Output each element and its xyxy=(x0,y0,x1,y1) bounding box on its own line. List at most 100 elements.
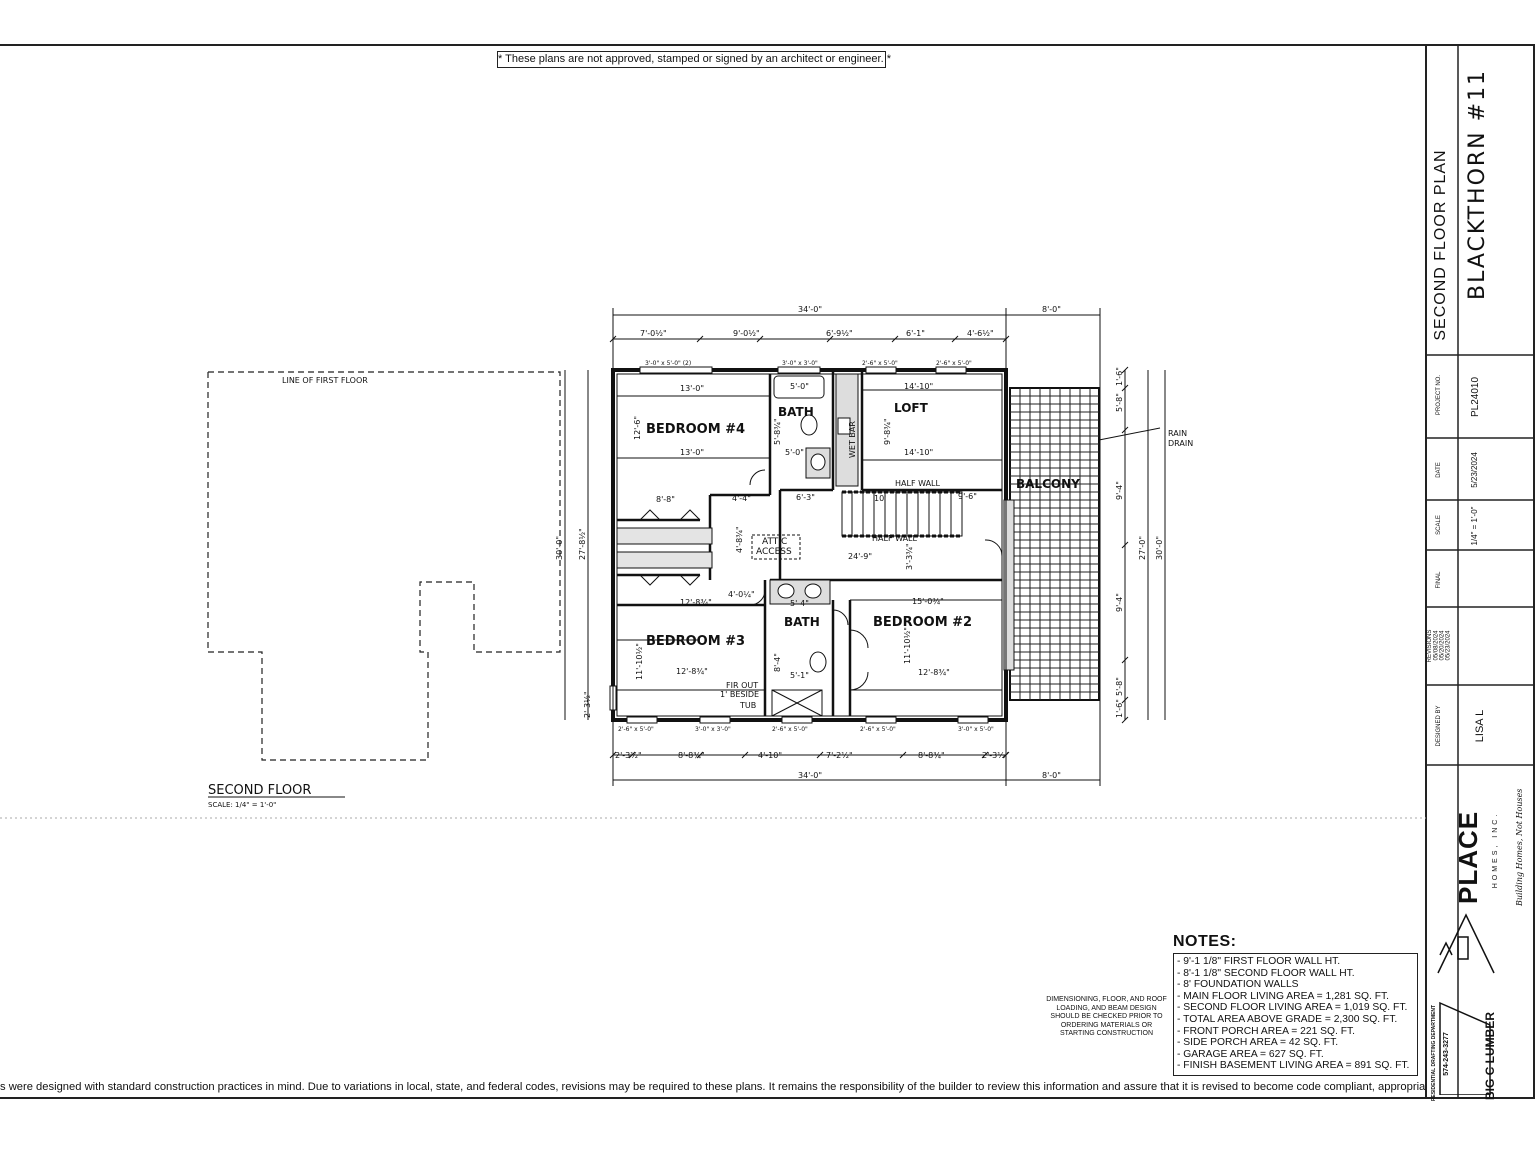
bedroom-2-label: BEDROOM #2 xyxy=(873,615,972,630)
company-tagline: Building Homes, Not Houses xyxy=(1515,788,1524,906)
dim-bed2-h: 11'-10½" xyxy=(903,627,912,664)
dim-bottom-seg5: 8'-8¾" xyxy=(918,751,945,760)
closet-shelf-2 xyxy=(616,551,713,569)
window-label-6: 3'-0" x 3'-0" xyxy=(695,726,731,733)
project-no-label: PROJECT NO. xyxy=(1436,374,1442,416)
dim-stair-h: 9'-6" xyxy=(958,492,977,501)
dim-bed2-w: 15'-0¾" xyxy=(912,597,944,606)
note-item: - SIDE PORCH AREA = 42 SQ. FT. xyxy=(1177,1037,1339,1049)
loft-label: LOFT xyxy=(894,401,929,415)
dim-stair-w: 10' xyxy=(874,494,886,503)
notes-box: - 9'-1 1/8" FIRST FLOOR WALL HT. - 8'-1 … xyxy=(1173,953,1418,1076)
dim-bottom-overall: 34'-0" xyxy=(798,771,822,780)
note-item: - FINISH BASEMENT LIVING AREA = 891 SQ. … xyxy=(1177,1060,1410,1072)
note-item: - 9'-1 1/8" FIRST FLOOR WALL HT. xyxy=(1177,956,1341,967)
dim-bath2-top: 5'-4" xyxy=(790,599,809,608)
dim-tick xyxy=(951,335,959,343)
dim-tick xyxy=(816,751,824,759)
lumber-logo-icon xyxy=(1439,1001,1491,1095)
note-item: - 8' FOUNDATION WALLS xyxy=(1177,979,1299,991)
dim-tick xyxy=(826,335,834,343)
dim-bottom-seg2: 8'-8¾" xyxy=(678,751,705,760)
dim-right-seg2: 5'-8" xyxy=(1115,393,1124,412)
dim-tick xyxy=(1121,656,1129,664)
dim-bed4-h: 12'-6" xyxy=(633,416,642,440)
revision-3: 05/23/2024 xyxy=(1445,630,1452,661)
first-floor-label: LINE OF FIRST FLOOR xyxy=(282,376,368,385)
attic-access-box xyxy=(751,534,801,560)
window-label-8: 2'-6" x 5'-0" xyxy=(860,726,896,733)
stairs xyxy=(841,490,963,538)
notes-title: NOTES: xyxy=(1173,933,1237,950)
drawing-title: SECOND FLOOR xyxy=(208,783,311,798)
dim-bottom-seg3: 4'-10" xyxy=(758,751,782,760)
dim-bed4-closet: 8'-8" xyxy=(656,495,675,504)
sink-upper xyxy=(810,453,826,471)
dim-hall-w: 24'-9" xyxy=(848,552,872,561)
dim-top-seg3: 6'-9½" xyxy=(826,329,853,338)
company-sub: HOMES, INC. xyxy=(1492,811,1499,889)
bedroom-4-label: BEDROOM #4 xyxy=(646,422,745,437)
attic-access-label-1: ATTIC xyxy=(762,537,787,547)
final-label: FINAL xyxy=(1436,571,1442,589)
dim-top-overall: 34'-0" xyxy=(798,305,822,314)
dim-tick xyxy=(1121,716,1129,724)
window-label-3: 2'-6" x 5'-0" xyxy=(862,360,898,367)
dim-bed4-w: 13'-0" xyxy=(680,384,704,393)
lumber-brand: BIG C LUMBER xyxy=(1483,1012,1497,1100)
dim-bed2-w2: 12'-8¾" xyxy=(918,668,950,677)
dim-top-seg5: 4'-6½" xyxy=(967,329,994,338)
dim-stair-v: 3'-3¾" xyxy=(905,543,914,570)
dim-bath-w2: 5'-0" xyxy=(785,448,804,457)
wet-bar-label: WET BAR xyxy=(848,421,857,458)
sink-lower-2 xyxy=(804,583,822,599)
dim-left-overall: 30'-0" xyxy=(555,536,564,560)
window-label-7: 2'-6" x 5'-0" xyxy=(772,726,808,733)
dim-right-seg6: 1'-6" xyxy=(1115,699,1124,718)
note-item: - MAIN FLOOR LIVING AREA = 1,281 SQ. FT. xyxy=(1177,990,1390,1002)
window-label-9: 3'-0" x 5'-0" xyxy=(958,726,994,733)
window-label-4: 2'-6" x 5'-0" xyxy=(936,360,972,367)
dim-left-small: 2'-3½" xyxy=(583,691,592,718)
dim-top-seg2: 9'-0½" xyxy=(733,329,760,338)
sheet-title: SECOND FLOOR PLAN xyxy=(1432,149,1449,341)
sink-lower-1 xyxy=(777,583,795,599)
note-item: - GARAGE AREA = 627 SQ. FT. xyxy=(1177,1048,1324,1060)
dim-tick xyxy=(891,335,899,343)
toilet-upper xyxy=(800,414,818,436)
dimension-lines xyxy=(564,308,1166,786)
lumber-phone: 574-243-3277 xyxy=(1443,1032,1450,1076)
rain-drain-label-2: DRAIN xyxy=(1168,439,1193,448)
toilet-lower xyxy=(809,651,827,673)
dim-bed3-w: 12'-8¾" xyxy=(680,598,712,607)
dim-bottom-balcony: 8'-0" xyxy=(1042,771,1061,780)
dim-tick xyxy=(696,335,704,343)
note-item: - TOTAL AREA ABOVE GRADE = 2,300 SQ. FT. xyxy=(1177,1013,1398,1025)
project-no: PL24010 xyxy=(1470,376,1481,418)
dim-bath-w: 5'-0" xyxy=(790,382,809,391)
fir-out-label-2: 1' BESIDE xyxy=(720,690,759,699)
dim-bottom-seg4: 7'-2½" xyxy=(826,751,853,760)
half-wall-top-label: HALF WALL xyxy=(895,479,940,488)
logo-area xyxy=(1437,913,1495,1095)
dim-tick xyxy=(741,751,749,759)
dim-bed3-h: 11'-10½" xyxy=(635,643,644,680)
dim-tick xyxy=(1121,384,1129,392)
dim-bed3-w2: 12'-8¾" xyxy=(676,667,708,676)
dim-right-overall: 30'-0" xyxy=(1155,536,1164,560)
bottom-disclaimer: s were designed with standard constructi… xyxy=(0,1081,1426,1093)
title-block-grid xyxy=(1426,45,1534,1098)
dim-bottom-seg1: 2'-3½" xyxy=(615,751,642,760)
dim-tick xyxy=(756,335,764,343)
dim-loft-w: 14'-10" xyxy=(904,382,933,391)
note-item: - SECOND FLOOR LIVING AREA = 1,019 SQ. F… xyxy=(1177,1002,1408,1014)
attic-access-label-2: ACCESS xyxy=(756,547,792,557)
note-item: - 8'-1 1/8" SECOND FLOOR WALL HT. xyxy=(1177,967,1355,979)
dim-right-seg3: 9'-4" xyxy=(1115,481,1124,500)
plan-name: BLACKTHORN #11 xyxy=(1465,68,1490,300)
rain-drain-label-1: RAIN xyxy=(1168,429,1187,438)
drawing-scale: SCALE: 1/4" = 1'-0" xyxy=(208,801,276,809)
bath-upper-label: BATH xyxy=(778,405,814,419)
